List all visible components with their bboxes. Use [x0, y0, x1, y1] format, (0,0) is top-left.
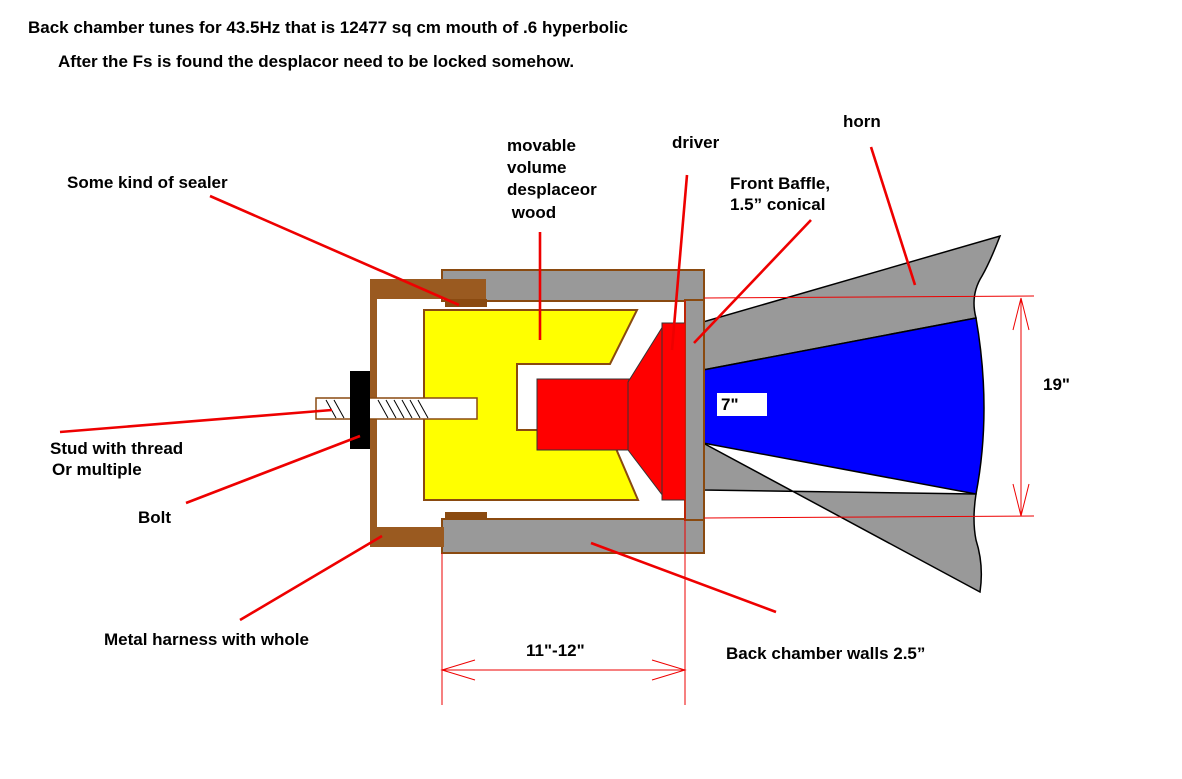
harness-sealer-top — [445, 299, 487, 307]
mouth-height-label: 19" — [1043, 375, 1070, 394]
label-driver: driver — [672, 133, 720, 152]
label-horn: horn — [843, 112, 881, 131]
stud-thread-hatching — [325, 399, 429, 419]
label-front-baffle-2: 1.5” conical — [730, 195, 825, 214]
chamber-bottom-wall — [441, 518, 705, 554]
label-front-baffle-1: Front Baffle, — [730, 174, 830, 193]
title-line-2: After the Fs is found the desplacor need… — [58, 52, 574, 71]
label-stud-2: Or multiple — [52, 460, 142, 479]
label-displacer-4: wood — [507, 203, 556, 222]
leader-driver — [670, 174, 689, 351]
leader-bolt — [185, 434, 361, 505]
harness-bottom-flange — [370, 527, 444, 547]
harness-top-flange — [370, 279, 486, 299]
bolt — [350, 371, 370, 449]
horn-upper-wall — [702, 234, 1002, 371]
mouth-height-dimension — [703, 295, 1035, 519]
label-displacer-2: volume — [507, 158, 567, 177]
volume-displacer — [423, 309, 640, 501]
leader-sealer — [209, 194, 460, 307]
chamber-length-dimension — [440, 300, 687, 705]
label-walls: Back chamber walls 2.5” — [726, 644, 925, 663]
stud-shaft — [315, 397, 478, 420]
throat-diameter-label: 7" — [721, 395, 739, 414]
chamber-front-wall — [684, 299, 705, 521]
label-harness: Metal harness with whole — [104, 630, 309, 649]
label-sealer: Some kind of sealer — [67, 173, 228, 192]
label-displacer-3: desplaceor — [507, 180, 597, 199]
label-stud-1: Stud with thread — [50, 439, 183, 458]
horn-air-channel — [702, 317, 985, 495]
driver — [536, 322, 686, 501]
leader-lines — [59, 146, 917, 622]
title-line-1: Back chamber tunes for 43.5Hz that is 12… — [28, 18, 628, 37]
throat-label-box — [717, 393, 767, 416]
leader-walls — [590, 541, 777, 614]
driver-cone — [627, 324, 664, 498]
label-displacer-1: movable — [507, 136, 576, 155]
leader-harness — [239, 534, 383, 622]
harness-sealer-bottom — [445, 512, 487, 520]
label-bolt: Bolt — [138, 508, 171, 527]
chamber-length-label: 11"-12" — [526, 641, 585, 660]
driver-magnet — [536, 378, 630, 451]
leader-horn — [869, 146, 917, 286]
threaded-stud — [315, 397, 478, 420]
leader-stud — [59, 408, 333, 434]
driver-frame — [661, 322, 686, 501]
leader-front-baffle — [693, 219, 812, 344]
